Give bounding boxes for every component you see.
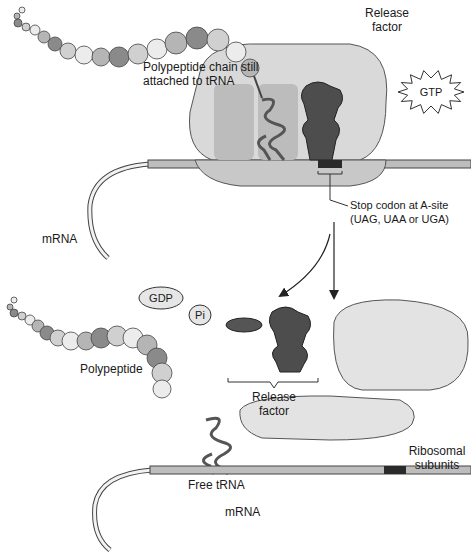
amino-acid-bead xyxy=(226,42,246,62)
peptide-link xyxy=(254,76,262,98)
amino-acid-bead xyxy=(207,29,229,51)
amino-acid-bead xyxy=(186,27,208,49)
e-site xyxy=(214,84,254,160)
process-arrow xyxy=(333,222,334,298)
amino-acid-bead xyxy=(14,19,22,27)
trna xyxy=(258,99,284,160)
part-label: Polypeptide xyxy=(80,362,170,376)
amino-acid-bead xyxy=(165,32,187,54)
amino-acid-bead xyxy=(75,46,93,64)
amino-acid-bead xyxy=(147,39,167,59)
amino-acid-bead xyxy=(30,25,40,35)
amino-acid-bead xyxy=(11,297,17,303)
amino-acid-bead xyxy=(14,13,20,19)
node-text: GDP xyxy=(149,292,173,304)
node-shape xyxy=(189,305,211,325)
mrna-tail xyxy=(95,470,152,550)
node-text: GTP xyxy=(420,86,443,98)
mrna-tail-inner xyxy=(95,470,152,550)
process-arrow xyxy=(280,234,330,296)
amino-acid-bead xyxy=(153,380,171,398)
part-label: Free tRNA xyxy=(188,478,268,492)
release-factor-part xyxy=(226,318,262,332)
release-factor xyxy=(301,82,342,160)
amino-acid-bead xyxy=(92,48,110,66)
ribosome-small-subunit xyxy=(195,160,386,186)
large-subunit xyxy=(334,300,469,390)
callout-label: Stop codon at A-site (UAG, UAA or UGA) xyxy=(350,198,471,226)
node-shape xyxy=(139,287,183,309)
stop-codon xyxy=(384,466,406,474)
gdp-oval: GDP xyxy=(138,286,184,310)
stop-codon xyxy=(318,160,342,168)
amino-acid-bead xyxy=(60,43,76,59)
part-label: Release factor xyxy=(243,390,305,418)
part-label: mRNA xyxy=(225,505,285,519)
release-factor-part xyxy=(269,307,310,372)
amino-acid-bead xyxy=(19,7,25,13)
bracket xyxy=(228,378,318,388)
amino-acid-bead xyxy=(22,23,30,31)
part-label: mRNA xyxy=(42,232,102,246)
phosphate-circle: Pi xyxy=(188,304,212,326)
gtp-starburst: GTP xyxy=(398,70,464,114)
part-label: Ribosomal subunits xyxy=(403,444,471,472)
leader-line xyxy=(318,171,348,206)
amino-acid-bead xyxy=(10,309,18,317)
p-site xyxy=(258,84,298,160)
part-label: Release factor xyxy=(356,6,418,34)
node-shape xyxy=(398,71,464,114)
mrna-tail-inner xyxy=(90,164,150,258)
node-text: Pi xyxy=(195,309,205,321)
mrna-tail xyxy=(90,164,150,258)
amino-acid-bead xyxy=(109,47,129,67)
caption-label: Polypeptide chain still attached to tRNA xyxy=(143,60,278,88)
